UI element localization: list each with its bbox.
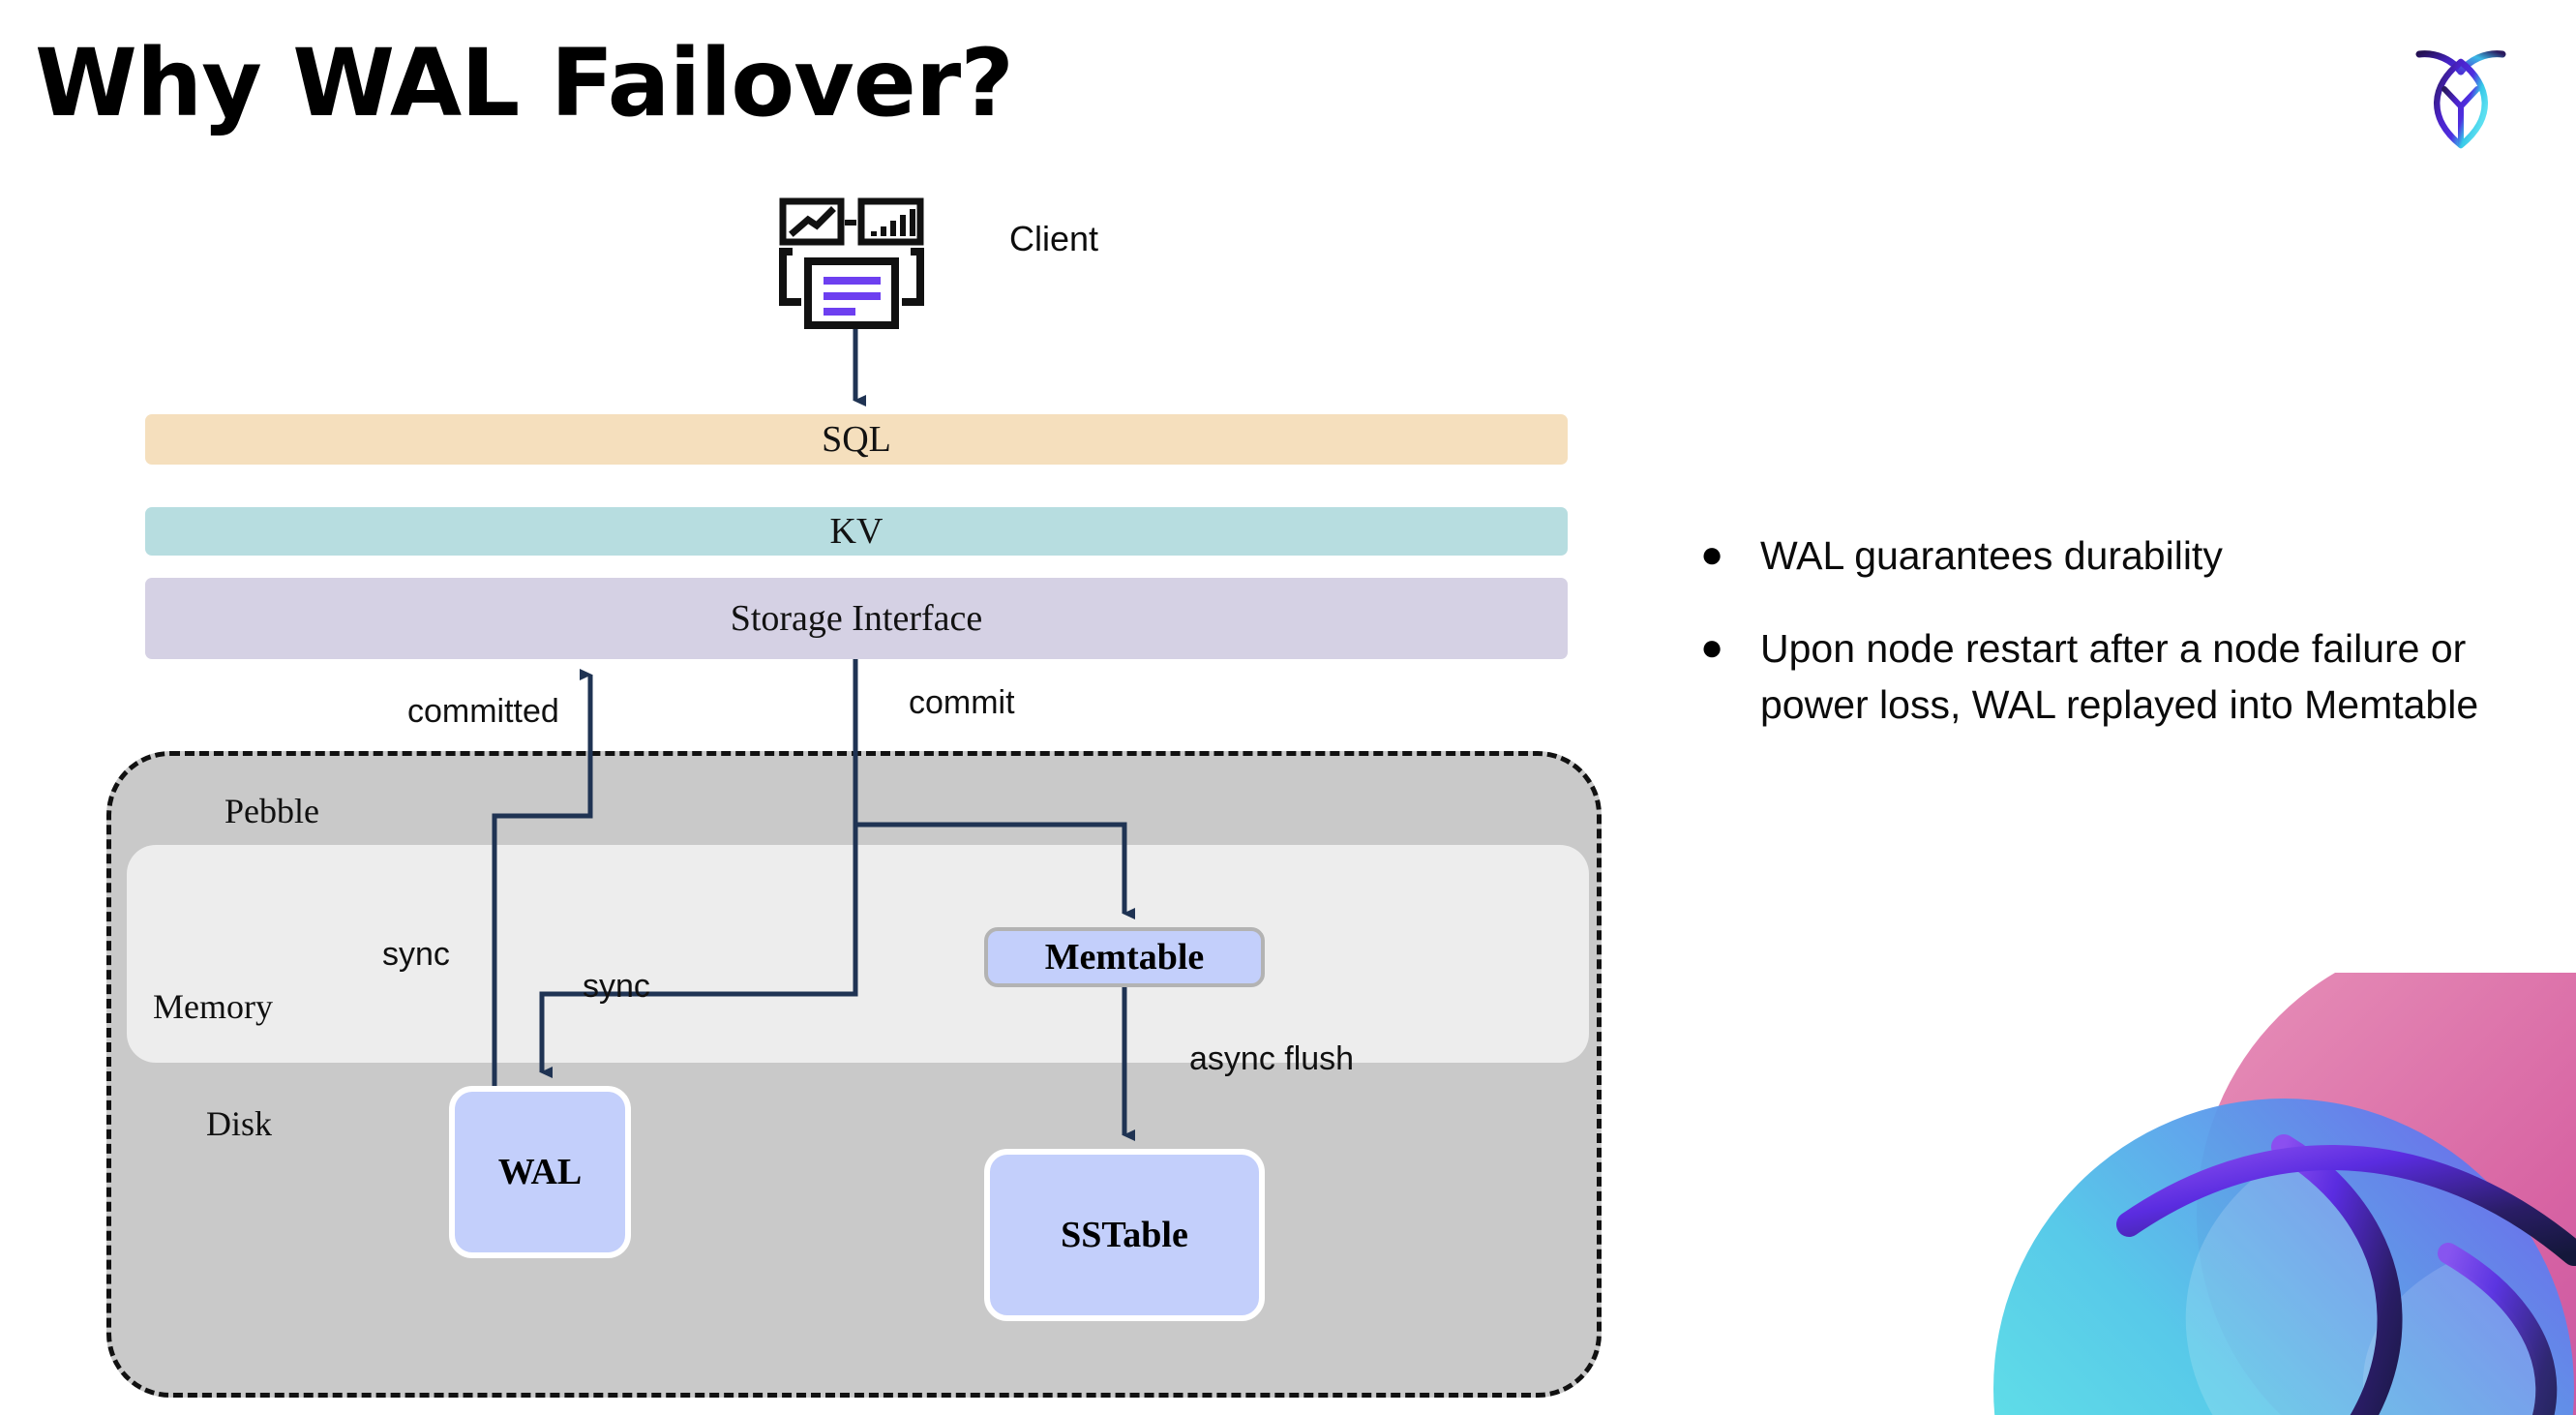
decorative-brand-mark xyxy=(1993,973,2576,1415)
pebble-label: Pebble xyxy=(225,792,319,830)
memory-label: Memory xyxy=(153,987,273,1026)
layer-bar-kv-label: KV xyxy=(829,511,884,552)
node-memtable: Memtable xyxy=(984,927,1265,987)
layer-bar-storage-interface-label: Storage Interface xyxy=(730,598,983,639)
node-sstable-label: SSTable xyxy=(1061,1215,1188,1255)
list-item: ● Upon node restart after a node failure… xyxy=(1700,620,2523,733)
pebble-container xyxy=(106,751,1602,1398)
layer-bar-kv: KV xyxy=(145,507,1568,556)
bullet-marker-icon: ● xyxy=(1700,533,1724,576)
bullet-marker-icon: ● xyxy=(1700,626,1724,670)
disk-label: Disk xyxy=(206,1104,273,1143)
bullet-list: ● WAL guarantees durability ● Upon node … xyxy=(1700,527,2523,770)
edge-label-committed: committed xyxy=(407,693,559,730)
edge-label-async-flush: async flush xyxy=(1189,1040,1355,1077)
edge-label-sync-b: sync xyxy=(583,968,650,1005)
node-sstable: SSTable xyxy=(984,1149,1265,1321)
node-wal-label: WAL xyxy=(497,1152,583,1192)
list-item: ● WAL guarantees durability xyxy=(1700,527,2523,584)
node-memtable-label: Memtable xyxy=(1044,937,1205,978)
layer-bar-storage-interface: Storage Interface xyxy=(145,578,1568,659)
layer-bar-sql: SQL xyxy=(145,414,1568,465)
client-label: Client xyxy=(1009,219,1099,258)
node-wal: WAL xyxy=(449,1086,631,1258)
bullet-text: WAL guarantees durability xyxy=(1760,533,2223,578)
layer-bar-sql-label: SQL xyxy=(822,419,891,460)
page-title: Why WAL Failover? xyxy=(35,29,1014,137)
edge-label-commit: commit xyxy=(909,684,1015,721)
edge-label-sync-a: sync xyxy=(382,936,450,973)
client-dashboard-icon xyxy=(769,194,934,329)
cockroachdb-logo xyxy=(2408,37,2514,161)
bullet-text: Upon node restart after a node failure o… xyxy=(1760,626,2479,728)
memory-zone xyxy=(127,845,1589,1063)
